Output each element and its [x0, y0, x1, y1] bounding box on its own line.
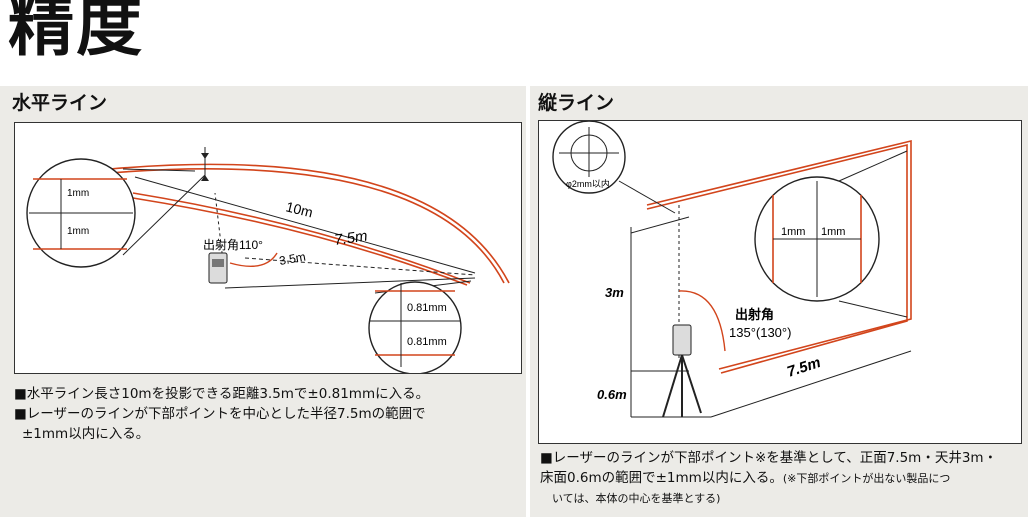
- dimension-7-5m: [710, 350, 912, 418]
- right-note-1: ■レーザーのラインが下部ポイント※を基準として、正面7.5m・天井3m・: [540, 450, 998, 466]
- label-1mm-left: 1mm: [781, 226, 805, 238]
- label-angle-title: 出射角: [735, 307, 774, 322]
- label-angle-value: 135°(130°): [729, 325, 791, 340]
- magnifier-right: [368, 281, 462, 375]
- label-081-bottom: 0.81mm: [407, 336, 447, 348]
- right-note-2: 床面0.6mの範囲で±1mm以内に入る。: [540, 470, 783, 486]
- dimension-3-5m: [244, 257, 476, 276]
- label-10m: 10m: [284, 198, 314, 220]
- page-title: 精度: [8, 0, 144, 65]
- label-06m: 0.6m: [597, 387, 627, 402]
- label-7-5m: 7.5m: [785, 354, 823, 381]
- right-note-2-small: (※下部ポイントが出ない製品につ: [782, 472, 951, 485]
- label-3m: 3m: [605, 285, 624, 300]
- label-081-top: 0.81mm: [407, 302, 447, 314]
- laser-frame-1: [646, 139, 912, 370]
- left-heading: 水平ライン: [12, 92, 108, 114]
- laser-device: [208, 252, 228, 284]
- tripod: [662, 354, 683, 418]
- laser-arc-outer: [109, 163, 510, 284]
- left-note-3: ±1mm以内に入る。: [22, 426, 150, 442]
- left-note-1: ■水平ライン長さ10mを投影できる距離3.5mで±0.81mmに入る。: [14, 386, 430, 402]
- angle-arc: [229, 252, 278, 267]
- label-7-5m: 7.5m: [333, 227, 368, 248]
- label-1mm-right: 1mm: [821, 226, 845, 238]
- label-1mm-top: 1mm: [67, 188, 89, 199]
- dimension-10m: [134, 176, 476, 274]
- label-1mm-bottom: 1mm: [67, 226, 89, 237]
- right-heading: 縦ライン: [538, 92, 615, 114]
- laser-device: [672, 324, 692, 356]
- label-angle: 出射角110°: [203, 237, 263, 252]
- laser-frame-2: [646, 143, 908, 374]
- angle-arc: [678, 290, 726, 352]
- label-3-5m: 3.5m: [278, 250, 307, 268]
- laser-arc-outer-2: [109, 168, 505, 284]
- dimension-7-5m: [224, 277, 476, 289]
- vertical-line-diagram: φ2mm以内 1mm 1mm 3m 0.6m 7.5m 出射角 135°(130…: [538, 120, 1022, 444]
- left-note-2: ■レーザーのラインが下部ポイントを中心とした半径7.5mの範囲で: [14, 406, 426, 422]
- right-notes: ■レーザーのラインが下部ポイント※を基準として、正面7.5m・天井3m・ 床面0…: [540, 448, 1020, 509]
- horizontal-line-diagram: 1mm 1mm 10m 7.5m 3.5m 出射角110° 0.81mm 0.8…: [14, 122, 522, 375]
- label-circle: φ2mm以内: [566, 178, 610, 189]
- left-notes: ■水平ライン長さ10mを投影できる距離3.5mで±0.81mmに入る。 ■レーザ…: [14, 384, 520, 444]
- laser-line-inner: [132, 192, 471, 284]
- right-note-3: いては、本体の中心を基準とする): [552, 492, 721, 505]
- laser-line-inner-2: [132, 197, 468, 286]
